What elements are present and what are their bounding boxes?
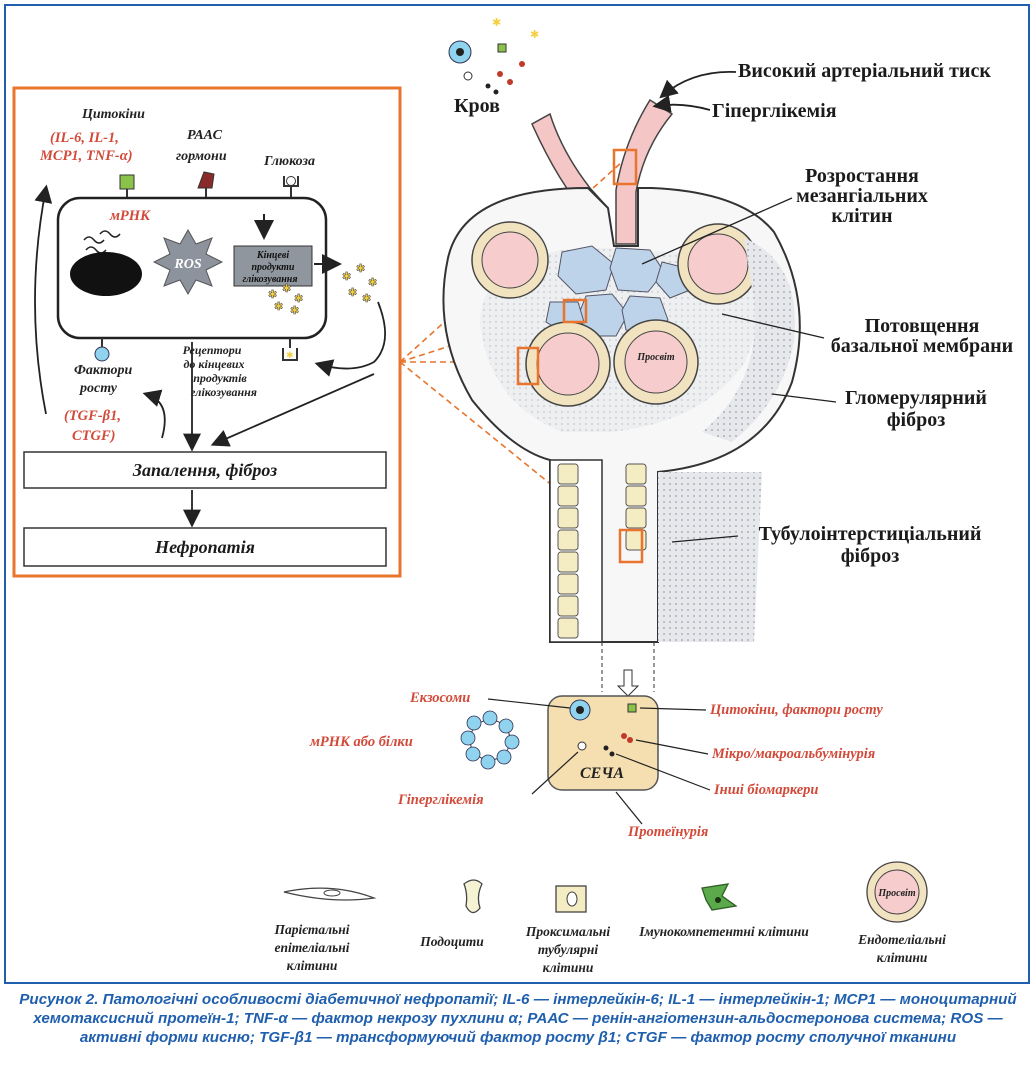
basal-label: Потовщення базальної мембрани — [831, 315, 1013, 357]
age-box-line-3: глікозування — [243, 274, 298, 285]
podocyte-icon — [463, 879, 483, 914]
cytokine-receptor-icon — [119, 174, 135, 190]
glomerular-line-1: Гломерулярний — [845, 387, 987, 409]
exosomes-label: Екзосоми — [409, 690, 470, 706]
tubular-cells — [557, 463, 647, 639]
parietal-cell-icon — [283, 887, 377, 901]
albuminuria-label: Мікро/макроальбумінурія — [711, 746, 875, 762]
age-receptor-icon — [282, 348, 298, 361]
ros-label: ROS — [173, 257, 201, 272]
svg-text:✱: ✱ — [286, 350, 294, 360]
svg-text:✱: ✱ — [368, 277, 377, 289]
legend-endothelial-1: Ендотеліальні — [857, 932, 946, 947]
raas-label-1: РААС — [187, 128, 223, 143]
hypertension-label: Високий артеріальний тиск — [738, 60, 991, 82]
urine-title: СЕЧА — [580, 765, 624, 782]
legend-endothelial-2: клітини — [877, 950, 928, 965]
figure-frame: Цитокіни (IL-6, IL-1, MCP1, TNF-α) РААС … — [4, 4, 1030, 984]
nephropathy-box — [23, 527, 387, 567]
svg-text:✱: ✱ — [274, 301, 283, 313]
growth-factors-list-1: (TGF-β1, — [64, 408, 121, 424]
tubulo-fibrosis-label: Тубулоінтерстиціальний фіброз — [759, 523, 982, 567]
legend-lumen: Просвіт — [877, 888, 915, 899]
growth-factors-title-1: Фактори — [74, 363, 133, 378]
legend-parietal-3: клітини — [287, 958, 338, 973]
urine-section: СЕЧА Екзосоми мРНК або білки Гіперглікем… — [309, 690, 883, 840]
legend-immune: Імунокомпетентні клітини — [638, 924, 809, 939]
cytokines-list-1: (IL-6, IL-1, — [50, 130, 119, 146]
svg-text:✱: ✱ — [348, 287, 357, 299]
lumen-label: Просвіт — [636, 352, 674, 363]
tubulo-line-1: Тубулоінтерстиціальний — [759, 523, 982, 545]
growth-factor-icon — [94, 346, 110, 362]
age-particles: ✱✱ ✱✱ ✱✱ ✱✱ ✱✱ — [268, 263, 378, 318]
svg-text:✱: ✱ — [282, 283, 291, 295]
svg-text:✱: ✱ — [530, 29, 539, 41]
basal-line-1: Потовщення — [865, 315, 980, 337]
raas-label-2: гормони — [176, 149, 227, 164]
age-box-line-1: Кінцеві — [256, 250, 290, 261]
legend-parietal-2: епітеліальні — [274, 940, 349, 955]
mrna-proteins-label: мРНК або білки — [309, 734, 413, 750]
urine-box — [547, 695, 659, 791]
mesangial-line-3: клітин — [831, 205, 892, 227]
age-box-line-2: продукти — [252, 262, 295, 273]
nucleus — [70, 252, 142, 296]
cytokines-growth-label: Цитокіни, фактори росту — [709, 702, 883, 718]
efferent-vessel — [615, 98, 674, 245]
nephron: Просвіт — [442, 17, 801, 697]
receptors-line-4: глікозування — [191, 385, 257, 399]
hyperglycemia-top-label: Гіперглікемія — [712, 100, 837, 122]
raas-receptor-icon — [197, 171, 215, 189]
basal-line-2: базальної мембрани — [831, 335, 1013, 357]
mesangial-label: Розростання мезангіальних клітин — [796, 165, 928, 227]
cytokines-list-2: MCP1, TNF-α) — [39, 148, 133, 164]
mesangial-line-2: мезангіальних — [796, 185, 928, 207]
mrna-label: мРНК — [109, 208, 151, 224]
nephropathy-diagram: Цитокіни (IL-6, IL-1, MCP1, TNF-α) РААС … — [12, 17, 1013, 975]
inflammation-box — [23, 451, 387, 489]
tubulo-line-2: фіброз — [841, 545, 900, 567]
svg-text:✱: ✱ — [290, 305, 299, 317]
zoom-boxes — [516, 148, 644, 564]
age-box — [233, 245, 313, 287]
receptors-line-2: до кінцевих — [183, 357, 244, 371]
glucose-label: Глюкоза — [263, 154, 315, 169]
svg-text:✱: ✱ — [268, 289, 277, 301]
legend-proximal-1: Проксимальні — [525, 924, 610, 939]
immune-cell-icon — [701, 883, 738, 911]
legend-proximal-2: тубулярні — [538, 942, 598, 957]
glomerular-fibrosis-label: Гломерулярний фіброз — [845, 387, 987, 431]
glomerular-line-2: фіброз — [887, 409, 946, 431]
figure-caption: Рисунок 2. Патологічні особливості діабе… — [19, 991, 1017, 1046]
blood-particles: ✱ ✱ — [448, 17, 539, 95]
growth-factors-title-2: росту — [79, 381, 118, 396]
receptors-line-1: Рецептори — [183, 343, 242, 357]
mesangial-line-1: Розростання — [805, 165, 919, 187]
svg-text:✱: ✱ — [492, 17, 501, 29]
blood-label: Кров — [454, 95, 500, 117]
nephropathy-label: Нефропатія — [154, 537, 255, 557]
svg-text:✱: ✱ — [294, 293, 303, 305]
proteinuria-label: Протеїнурія — [627, 824, 708, 840]
svg-text:✱: ✱ — [362, 293, 371, 305]
ros-burst-icon — [152, 228, 224, 296]
cytokines-title: Цитокіни — [81, 107, 145, 122]
svg-text:✱: ✱ — [342, 271, 351, 283]
legend-proximal-3: клітини — [543, 960, 594, 975]
receptors-line-3: продуктів — [193, 371, 247, 385]
other-markers-label: Інші біомаркери — [713, 782, 819, 798]
legend: Парієтальні епітеліальні клітини Подоцит… — [274, 861, 946, 975]
growth-factors-list-2: CTGF) — [72, 428, 116, 444]
inset-panel: Цитокіни (IL-6, IL-1, MCP1, TNF-α) РААС … — [12, 86, 402, 578]
svg-text:✱: ✱ — [356, 263, 365, 275]
urine-hyperglycemia-label: Гіперглікемія — [397, 792, 484, 808]
legend-podocytes: Подоцити — [419, 934, 484, 949]
inflammation-label: Запалення, фіброз — [132, 460, 277, 480]
capillary-loops: Просвіт — [471, 221, 759, 407]
legend-parietal-1: Парієтальні — [274, 922, 350, 937]
